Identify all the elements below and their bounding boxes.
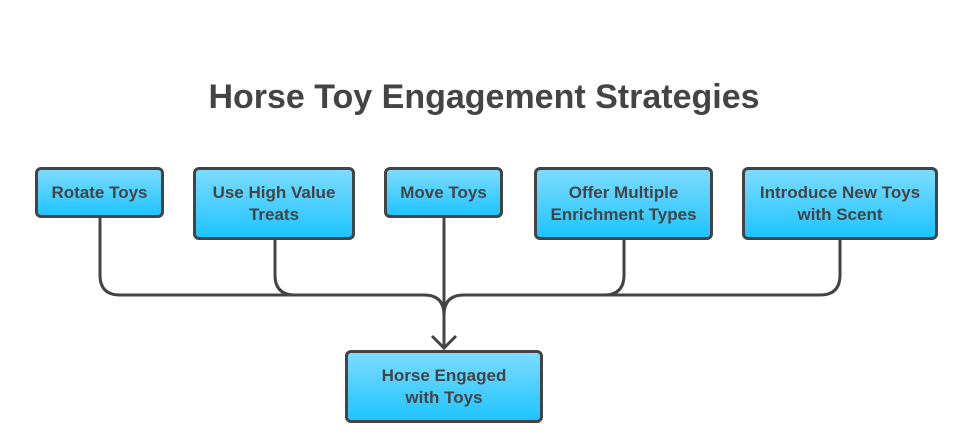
diagram-title: Horse Toy Engagement Strategies [208, 78, 760, 116]
connector-new-toys-scent [604, 240, 842, 297]
outcome-horse-engaged: Horse Engaged with Toys [345, 350, 543, 423]
strategy-high-value-treats: Use High Value Treats [193, 167, 355, 240]
strategy-multiple-enrichment: Offer Multiple Enrichment Types [534, 167, 713, 240]
strategy-move-toys: Move Toys [384, 167, 503, 218]
connector-multiple-enrichment [442, 240, 626, 316]
arrowhead-icon [430, 334, 458, 351]
connector-high-value-treats [273, 240, 424, 297]
strategy-rotate-toys: Rotate Toys [35, 167, 164, 218]
strategy-new-toys-scent: Introduce New Toys with Scent [742, 167, 938, 240]
